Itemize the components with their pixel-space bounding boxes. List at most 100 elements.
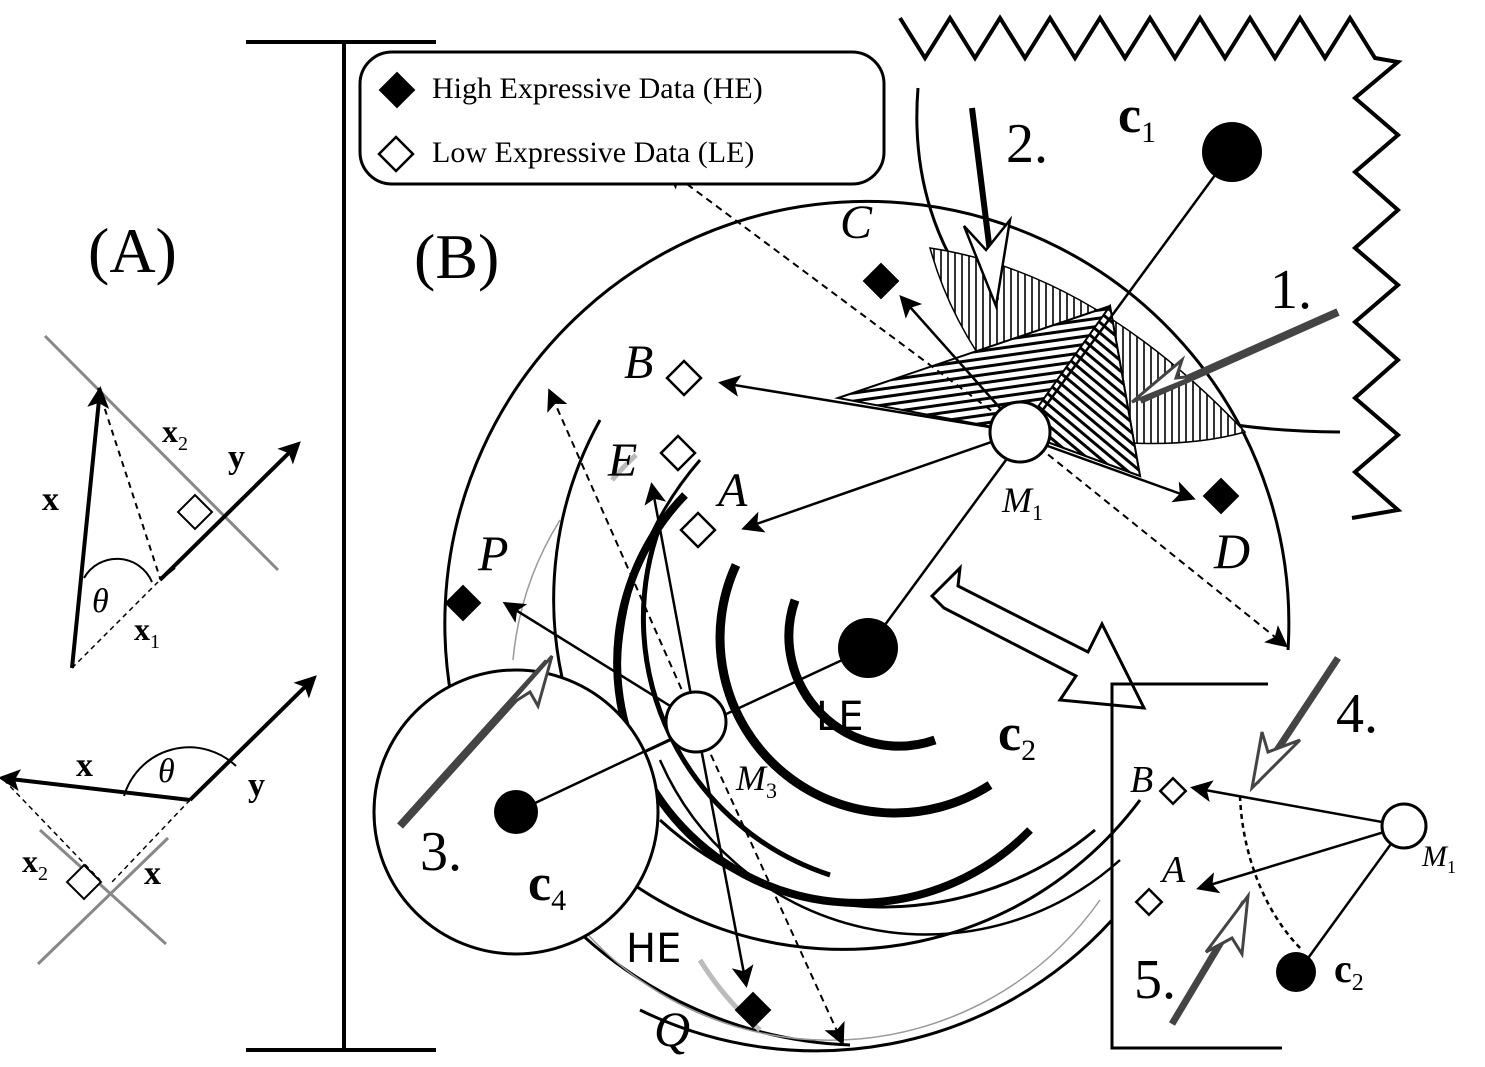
- label-x2: x2: [22, 843, 48, 885]
- label-c2: c2: [998, 705, 1036, 767]
- c4-m3-line: [515, 728, 691, 814]
- projection-figure-bottom: x y θ x2 x: [0, 675, 317, 966]
- inset-point-b: [1158, 776, 1188, 806]
- step-3-label: 3.: [420, 821, 462, 883]
- le-arc: [640, 524, 831, 878]
- ring: [658, 759, 1121, 936]
- point-q-he: [734, 991, 772, 1029]
- step-3-arrowhead: [506, 655, 554, 710]
- label-he: HE: [626, 926, 681, 972]
- label-d: D: [1213, 523, 1250, 579]
- c2-outer-circle-lower: [639, 918, 1114, 1053]
- theta-arc: [83, 557, 153, 583]
- arrow-to-p: [502, 601, 697, 724]
- label-x: x: [42, 481, 59, 518]
- label-c: C: [840, 196, 873, 249]
- point-p-he: [444, 584, 482, 622]
- label-y: y: [248, 767, 265, 804]
- label-theta: θ: [158, 753, 175, 790]
- right-angle-mark: [176, 493, 214, 531]
- perpendicular-line: [36, 836, 170, 966]
- dashed-x1-line: [71, 581, 159, 669]
- panel-a: (A) x y x2 θ x1 x y: [0, 215, 317, 966]
- legend-box: [358, 50, 886, 186]
- m3-node: [664, 690, 728, 754]
- zoom-hollow-arrow: [929, 563, 1147, 710]
- inset-c2-centroid: [1276, 952, 1316, 992]
- label-x: x: [144, 855, 161, 892]
- arrow-to-e: [644, 482, 698, 723]
- inset-bracket: [1110, 682, 1282, 1050]
- panel-a-title: (A): [88, 215, 177, 286]
- le-arc: [715, 563, 993, 818]
- projection-figure-top: x y x2 θ x1: [42, 334, 301, 669]
- label-m3: M3: [735, 758, 777, 803]
- label-q: Q: [654, 1001, 690, 1057]
- arrow-to-b: [718, 375, 1021, 434]
- arrow-to-d: [1044, 443, 1196, 503]
- inset-label-m1: M1: [1421, 840, 1456, 877]
- c4-centroid: [494, 790, 538, 834]
- step-1-label: 1.: [1270, 259, 1312, 321]
- inset-m1-node: [1380, 802, 1428, 850]
- c2-centroid: [838, 618, 898, 678]
- dashed-x2-line: [3, 779, 101, 881]
- perpendicular-line: [38, 828, 168, 946]
- legend: High Expressive Data (HE) Low Expressive…: [358, 50, 886, 186]
- dashed-x1-line: [111, 799, 191, 883]
- point-d-he: [1202, 477, 1240, 515]
- x1-tick: [159, 567, 176, 581]
- inset-arrow-to-b: [1190, 780, 1405, 828]
- panel-divider: [246, 40, 436, 1052]
- vector-x-arrow: [70, 386, 110, 669]
- panel-b-title: (B): [414, 221, 499, 292]
- step-1-arrowhead: [1131, 355, 1197, 404]
- legend-he-marker: [378, 71, 416, 109]
- label-b: B: [624, 336, 653, 389]
- label-x2: x2: [162, 413, 188, 455]
- arrow-to-a: [741, 430, 1021, 533]
- arrow-to-q: [694, 721, 754, 988]
- m1-node: [988, 400, 1052, 464]
- label-p: P: [477, 525, 509, 581]
- dashed-arrow: [695, 721, 845, 1046]
- label-m1: M1: [1001, 480, 1043, 525]
- inset-label-b: B: [1130, 759, 1153, 801]
- theta-arc: [123, 746, 237, 797]
- label-x1: x1: [134, 611, 160, 653]
- label-x: x: [76, 747, 93, 784]
- inset-arrow-to-a: [1196, 824, 1405, 894]
- point-a-le: [679, 511, 717, 549]
- step-5-arrowhead: [1204, 890, 1251, 959]
- step-4-arrowhead: [1249, 731, 1302, 793]
- label-a: A: [715, 464, 748, 517]
- zigzag-boundary: [898, 14, 1403, 520]
- label-c4: c4: [528, 855, 566, 917]
- panel-b: (B) C B E A D P Q M1 M3 c1 c2 c4 LE HE 1…: [372, 14, 1403, 1057]
- dashed-arrow: [1019, 431, 1289, 648]
- le-arc: [613, 492, 1033, 907]
- point-c-he: [862, 262, 900, 300]
- label-le: LE: [816, 694, 864, 740]
- inset-label-a: A: [1159, 849, 1186, 891]
- inset-dashed-arc: [1238, 795, 1303, 951]
- perpendicular-line: [43, 334, 280, 572]
- dashed-arrow: [547, 388, 697, 723]
- label-c1: c1: [1118, 87, 1156, 149]
- gray-arc: [610, 453, 638, 482]
- point-e-le: [659, 434, 697, 472]
- vector-y-arrow: [158, 441, 301, 582]
- label-theta: θ: [92, 583, 109, 620]
- c1-c2-line: [866, 151, 1234, 649]
- inset-point-a: [1134, 887, 1164, 917]
- right-angle-mark: [65, 863, 103, 901]
- step-4-label: 4.: [1336, 683, 1378, 745]
- inset-label-c2: c2: [1334, 946, 1364, 996]
- c1-centroid: [1202, 122, 1262, 182]
- arrow-to-c: [899, 295, 1001, 409]
- point-b-le: [665, 359, 703, 397]
- vector-x-arrow: [0, 769, 191, 802]
- label-y: y: [228, 439, 245, 476]
- dashed-x2-line: [97, 387, 161, 579]
